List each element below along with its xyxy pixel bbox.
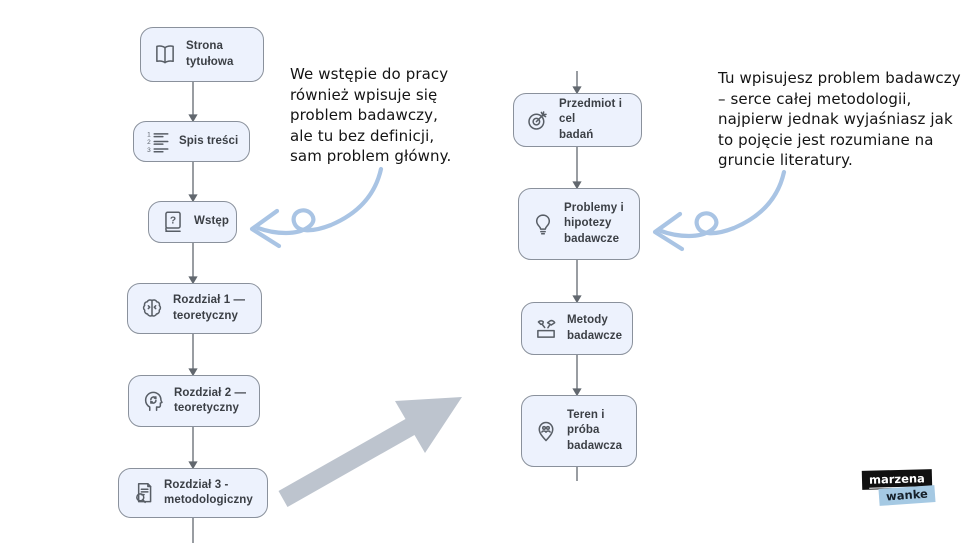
flow-box: Problemy i hipotezy badawcze: [518, 188, 640, 260]
flow-box: Teren i próba badawcza: [521, 395, 637, 467]
flow-box-label: Rozdział 3 - metodologiczny: [164, 478, 253, 506]
clipboard-search-icon: [130, 480, 156, 506]
lightbulb-icon: [530, 211, 556, 237]
flow-box-label: Spis treści: [179, 134, 239, 147]
left-annotation: We wstępie do pracy również wpisuje się …: [290, 65, 452, 165]
flow-box-label: Przedmiot i cel badań: [559, 98, 623, 141]
open-book-icon: [152, 42, 178, 68]
flow-box: Rozdział 1 — teoretyczny: [127, 283, 262, 334]
right-annotation: Tu wpisujesz problem badawczy – serce ca…: [718, 69, 961, 169]
tools-icon: [533, 316, 559, 342]
brand-logo-line2: wanke: [878, 485, 936, 506]
flow-box-label: Strona tytułowa: [186, 40, 234, 68]
question-book-icon: ?: [160, 209, 186, 235]
flow-box: Rozdział 3 - metodologiczny: [118, 468, 268, 518]
flow-box: Metody badawcze: [521, 302, 633, 355]
brand-logo: marzena wanke: [861, 468, 962, 506]
flow-box-label: Wstęp: [194, 215, 229, 228]
flow-box-label: Problemy i hipotezy badawcze: [564, 202, 624, 245]
flow-box: Strona tytułowa: [140, 27, 264, 82]
head-process-icon: [140, 388, 166, 414]
target-dart-icon: [525, 107, 551, 133]
flow-box-label: Metody badawcze: [567, 314, 623, 342]
flow-box-label: Rozdział 1 — teoretyczny: [173, 294, 246, 322]
svg-text:2: 2: [147, 139, 151, 146]
flow-box: Rozdział 2 — teoretyczny: [128, 375, 260, 427]
svg-text:3: 3: [147, 146, 151, 153]
flow-box: Przedmiot i cel badań: [513, 93, 642, 147]
brain-icon: [139, 296, 165, 322]
flow-box: ? Wstęp: [148, 201, 237, 243]
flow-box-label: Teren i próba badawcza: [567, 409, 623, 452]
map-pin-people-icon: [533, 418, 559, 444]
flow-box-label: Rozdział 2 — teoretyczny: [174, 386, 247, 414]
svg-text:1: 1: [147, 131, 151, 138]
svg-text:?: ?: [170, 216, 176, 227]
